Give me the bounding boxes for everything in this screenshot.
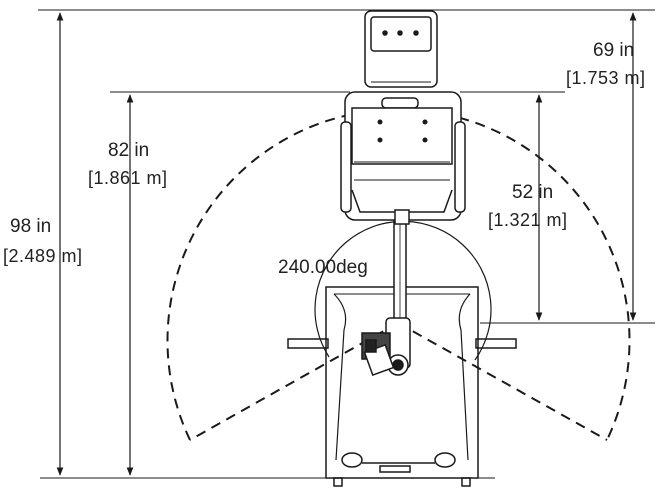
seat-height-imperial-label: 82 in [108,140,149,161]
actuator-motor [361,332,395,376]
overall-height-metric-label: [2.489 m] [3,246,83,266]
reach-metric-label: [1.321 m] [488,210,568,230]
right-armrest [454,121,466,213]
seat-bolt [422,137,428,143]
seat-bolts [377,119,428,143]
swing-limit-right [397,322,608,441]
backrest-bolt [413,30,419,36]
seat-bolt [377,137,383,143]
lift-seat [340,10,466,225]
lift-base [287,286,517,487]
base-inner-contour [333,293,471,461]
backrest-bolt [382,30,388,36]
seat-height-metric-label: [1.861 m] [88,168,168,188]
left-outrigger [287,338,329,349]
folded-height-imperial-label: 69 in [593,40,634,61]
left-caster [341,452,363,468]
overall-height-imperial-label: 98 in [10,216,51,237]
right-caster [434,452,456,468]
left-foot [333,477,343,487]
seat-handle [381,97,419,109]
dimension-lines [56,12,637,476]
motor-connector [365,339,377,353]
left-armrest [340,121,352,213]
swing-angle-label: 240.00deg [278,257,368,278]
folded-height-metric-label: [1.753 m] [566,68,646,88]
seat-bolt [422,119,428,125]
base-outer-frame [325,286,479,479]
right-foot [461,477,471,487]
right-outrigger [475,338,517,349]
backrest-bolt [397,30,403,36]
seat-bolt [377,119,383,125]
reach-imperial-label: 52 in [512,182,553,203]
seat-front-lip [351,189,453,213]
seat-mount-bracket [394,209,410,225]
base-foot-plate [379,465,411,473]
seat-cushion [351,107,453,165]
mast-pivot-center [392,359,404,371]
labels: 98 in [2.489 m] 82 in [1.861 m] 52 in [1… [3,40,646,278]
